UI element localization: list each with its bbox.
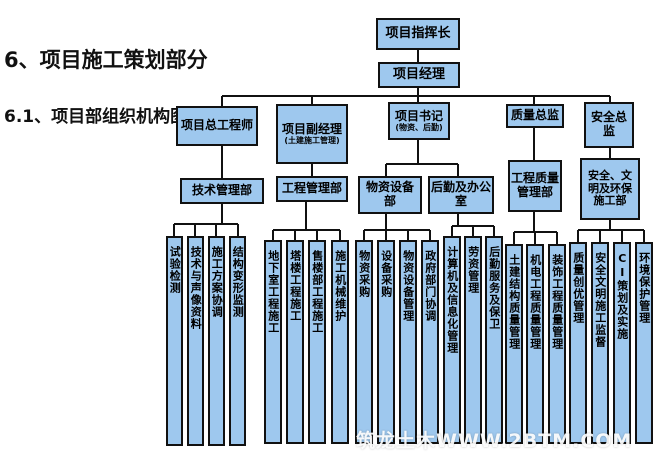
leaf-materials-3: 物资设备管理 — [399, 240, 417, 444]
leaf-engineering-2: 塔楼工程施工 — [286, 240, 304, 444]
leaf-logistics-2: 劳资管理 — [464, 236, 482, 444]
box-deputy-manager: 项目副经理 (土建施工管理) — [276, 104, 348, 164]
leaf-materials-2: 设备采购 — [377, 240, 395, 444]
leaf-safety-2: 安全文明施工监督 — [591, 242, 609, 444]
box-chief-engineer: 项目总工程师 — [176, 106, 258, 146]
box-dept-quality: 工程质量管理部 — [508, 160, 562, 212]
leaf-quality-3: 装饰工程质量管理 — [548, 244, 566, 444]
deputy-manager-title: 项目副经理 — [281, 121, 342, 136]
watermark-text: 筑龙土木WWW.2BTM.COM — [356, 430, 633, 452]
section-heading: 6、项目施工策划部分 — [4, 48, 208, 72]
leaf-materials-1: 物资采购 — [355, 240, 373, 444]
box-safety-director: 安全总监 — [584, 102, 634, 148]
leaf-safety-4: 环境保护管理 — [635, 242, 653, 444]
deputy-manager-subtitle: (土建施工管理) — [284, 136, 340, 146]
leaf-engineering-1: 地下室工程施工 — [264, 240, 282, 444]
box-project-manager: 项目经理 — [378, 62, 460, 88]
box-dept-logistics: 后勤及办公室 — [428, 176, 494, 214]
leaf-tech-4: 结构变形监测 — [229, 236, 246, 446]
box-dept-engineering: 工程管理部 — [276, 176, 348, 202]
leaf-engineering-3: 售楼部工程施工 — [308, 240, 326, 444]
box-secretary: 项目书记 (物资、后勤) — [388, 102, 450, 140]
leaf-safety-3: CI策划及实施 — [613, 242, 631, 444]
box-dept-materials: 物资设备部 — [358, 176, 422, 214]
leaf-tech-2: 技术与声像资料 — [187, 236, 204, 446]
leaf-materials-4: 政府部门协调 — [421, 240, 439, 444]
leaf-engineering-4: 施工机械维护 — [331, 240, 349, 444]
secretary-subtitle: (物资、后勤) — [395, 123, 443, 133]
leaf-tech-3: 施工方案协调 — [208, 236, 225, 446]
secretary-title: 项目书记 — [394, 108, 443, 123]
box-quality-director: 质量总监 — [506, 104, 564, 128]
leaf-safety-1: 质量创优管理 — [569, 242, 587, 444]
leaf-logistics-1: 计算机及信息化管理 — [443, 236, 461, 444]
leaf-quality-1: 土建结构质量管理 — [505, 244, 523, 444]
leaf-quality-2: 机电工程质量管理 — [526, 244, 544, 444]
box-dept-tech: 技术管理部 — [180, 178, 264, 204]
box-commander: 项目指挥长 — [376, 18, 460, 50]
leaf-tech-1: 试验检测 — [166, 236, 183, 446]
box-dept-safety: 安全、文明及环保施工部 — [580, 158, 640, 220]
subsection-heading: 6.1、项目部组织机构图: — [4, 107, 194, 127]
leaf-logistics-3: 后勤服务及保卫 — [485, 236, 503, 444]
